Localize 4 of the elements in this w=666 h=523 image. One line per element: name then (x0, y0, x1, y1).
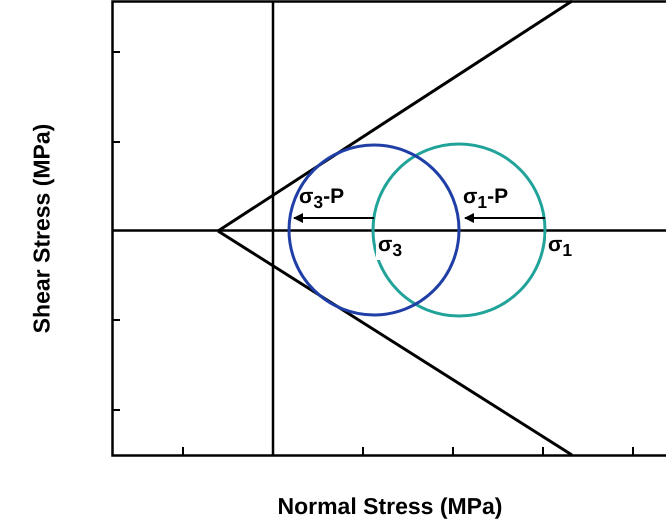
axis-label: Shear Stress (MPa) (30, 123, 54, 333)
stress-label: σ$_{1}$-P (463, 186, 508, 212)
axis-label: Normal Stress (MPa) (278, 494, 502, 518)
stress-label: σ$_{3}$-P (299, 186, 344, 212)
